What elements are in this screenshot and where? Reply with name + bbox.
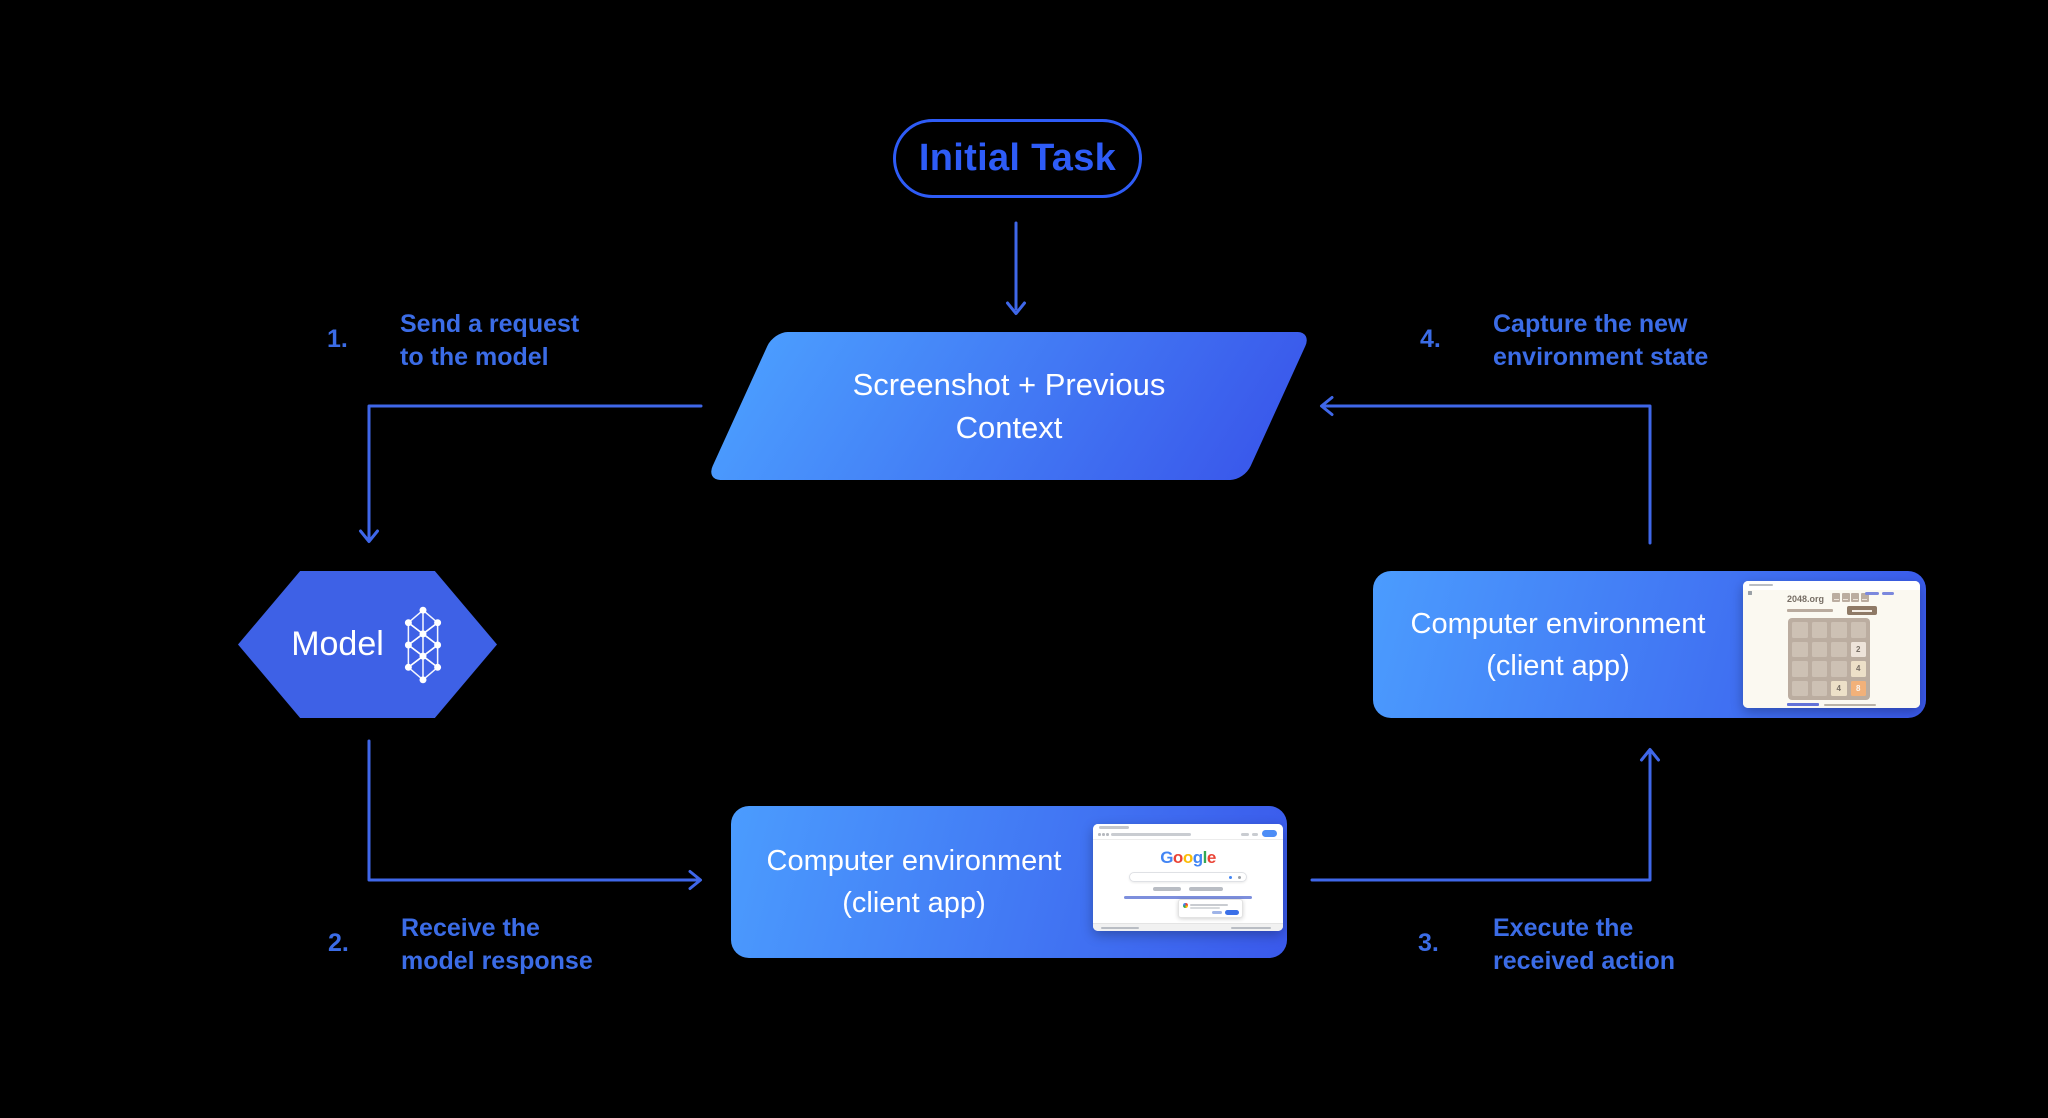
tile-4: 4 — [1850, 661, 1866, 677]
feeling-lucky-button — [1189, 887, 1223, 891]
step-3-text: Execute the received action — [1493, 914, 1676, 976]
score-box — [1851, 593, 1859, 602]
empty-cell — [1792, 680, 1808, 696]
arrowhead-down-model — [359, 529, 379, 543]
browser-tab — [1749, 583, 1773, 586]
step-3-label: 3. Execute the received action — [1418, 912, 1675, 979]
search-buttons — [1093, 887, 1283, 891]
step-1-number: 1. — [327, 325, 348, 353]
dialog-text-line — [1190, 903, 1228, 906]
step-4-text: Capture the new environment state — [1493, 310, 1709, 372]
google-g-icon — [1183, 903, 1188, 908]
model-label: Model — [291, 625, 384, 663]
score-box — [1860, 593, 1869, 602]
footer-links-right — [1231, 926, 1271, 929]
browser-chrome — [1093, 824, 1283, 840]
tile-8: 8 — [1850, 680, 1866, 696]
signin-dialog — [1178, 899, 1243, 918]
empty-cell — [1811, 641, 1827, 657]
footer-link — [1787, 703, 1819, 706]
empty-cell — [1792, 622, 1808, 638]
menu-icon — [1252, 833, 1258, 836]
model-node: Model — [238, 571, 497, 718]
browser-tab — [1099, 826, 1129, 829]
footer-text — [1824, 703, 1876, 706]
empty-cell — [1831, 622, 1847, 638]
window-icon — [1748, 591, 1752, 595]
initial-task-node: Initial Task — [893, 119, 1142, 198]
step-3-number: 3. — [1418, 929, 1439, 957]
tile-4: 4 — [1831, 680, 1847, 696]
arrowhead-down-context — [1006, 301, 1026, 315]
arrowhead-right-env-bottom — [688, 870, 702, 890]
url-bar — [1111, 833, 1191, 836]
score-boxes — [1832, 593, 1869, 602]
language-link — [1124, 895, 1252, 899]
step-2-text: Receive the model response — [401, 914, 593, 976]
2048-title: 2048.org — [1787, 594, 1825, 604]
step-1-text: Send a request to the model — [400, 310, 580, 372]
browser-tab-bar — [1743, 581, 1920, 590]
arrowhead-up-env-right — [1640, 748, 1660, 762]
camera-icon — [1238, 875, 1241, 879]
context-label-line1: Screenshot + Previous — [852, 366, 1166, 402]
refresh-icon — [1106, 833, 1109, 836]
empty-cell — [1831, 661, 1847, 677]
env-bottom-node: Computer environment (client app) Google — [731, 806, 1287, 958]
game-grid: 2 4 4 8 — [1788, 618, 1870, 700]
header-links — [1865, 592, 1894, 595]
score-box — [1832, 593, 1840, 602]
env-bottom-label: Computer environment (client app) — [766, 844, 1062, 919]
empty-cell — [1811, 661, 1827, 677]
step-1-label: 1. Send a request to the model — [327, 308, 579, 375]
arrow-env-bottom-to-env-right — [1310, 751, 1652, 882]
neural-network-icon — [404, 606, 441, 683]
search-box — [1129, 872, 1247, 882]
arrow-context-to-model — [367, 404, 703, 540]
empty-cell — [1792, 661, 1808, 677]
new-game-button — [1847, 606, 1877, 615]
arrowhead-left-context — [1320, 396, 1334, 416]
google-logo: Google — [1160, 848, 1216, 867]
env-right-node: Computer environment (client app) 2048.o… — [1373, 571, 1926, 718]
empty-cell — [1850, 622, 1866, 638]
initial-task-label: Initial Task — [918, 137, 1117, 179]
score-box — [1841, 593, 1850, 602]
step-4-label: 4. Capture the new environment state — [1420, 308, 1708, 375]
mic-icon — [1229, 875, 1232, 879]
profile-button — [1262, 830, 1277, 837]
google-browser-screenshot: Google — [1093, 824, 1283, 931]
google-search-button — [1153, 887, 1181, 891]
arrow-env-right-to-context — [1323, 404, 1652, 545]
empty-cell — [1811, 680, 1827, 696]
tile-2: 2 — [1850, 641, 1866, 657]
footer-links-left — [1101, 926, 1139, 929]
2048-game-screenshot: 2048.org — [1743, 581, 1920, 708]
forward-icon — [1102, 833, 1105, 836]
arrow-model-to-env-bottom — [367, 739, 699, 882]
empty-cell — [1811, 622, 1827, 638]
context-label-line2: Context — [955, 410, 1063, 445]
extensions-icon — [1241, 833, 1249, 836]
page-footer — [1093, 923, 1283, 931]
dialog-text-line — [1190, 907, 1220, 909]
env-right-label: Computer environment (client app) — [1410, 607, 1706, 682]
back-icon — [1098, 833, 1101, 836]
empty-cell — [1831, 641, 1847, 657]
step-2-number: 2. — [328, 929, 349, 957]
step-2-label: 2. Receive the model response — [328, 912, 593, 979]
context-label: Screenshot + Previous Context — [740, 332, 1278, 480]
intro-text — [1787, 609, 1833, 612]
dialog-primary-button — [1225, 909, 1239, 915]
dialog-secondary-button — [1212, 911, 1222, 914]
2048-page: 2048.org — [1743, 590, 1920, 708]
context-node: Screenshot + Previous Context — [706, 332, 1312, 480]
link-text — [1882, 592, 1894, 595]
link-text — [1865, 592, 1879, 595]
step-4-number: 4. — [1420, 325, 1441, 353]
empty-cell — [1792, 641, 1808, 657]
